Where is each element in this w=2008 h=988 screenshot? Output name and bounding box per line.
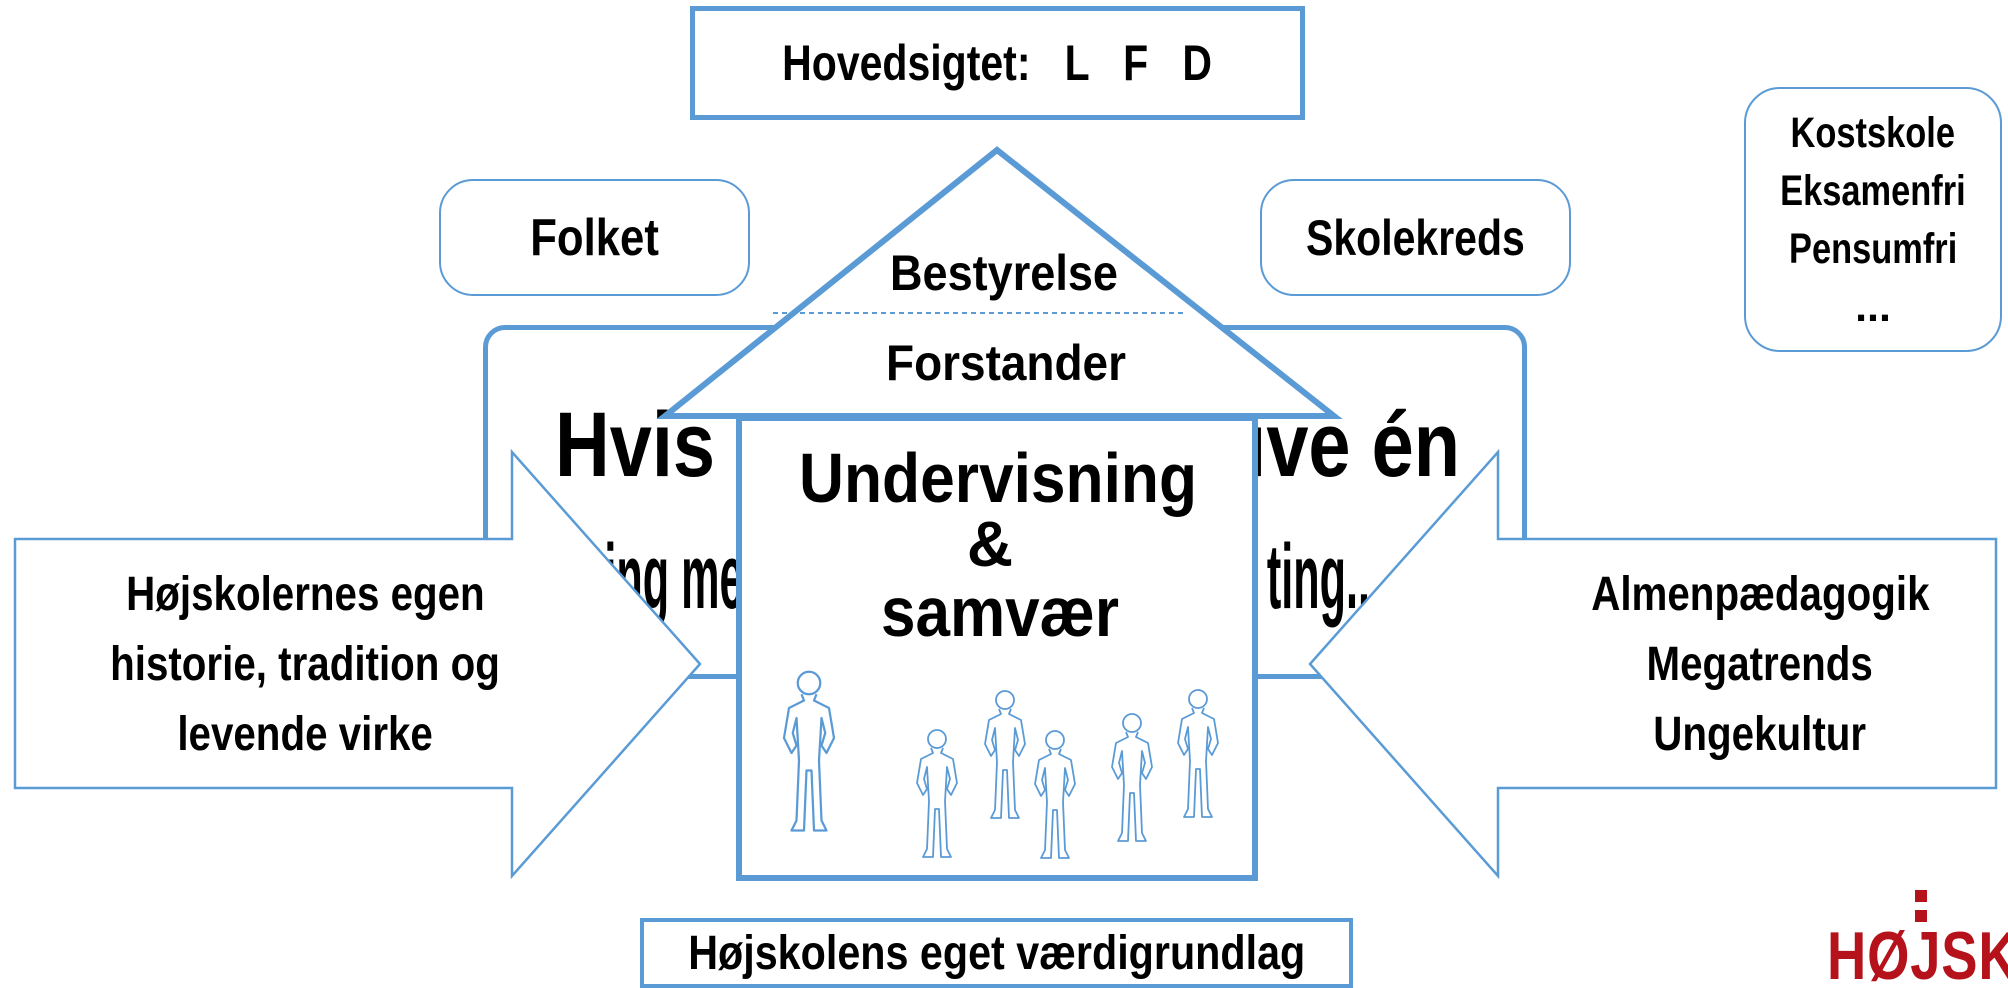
bottom-box: Højskolens eget værdigrundlag (640, 918, 1353, 988)
skolekreds-label: Skolekreds (1306, 209, 1525, 266)
left-arrow-text: Højskolernes egen historie, tradition og… (20, 560, 590, 770)
top-box: Hovedsigtet: L F D (690, 6, 1305, 120)
left-arrow-line: historie, tradition og (110, 638, 500, 691)
folket-label: Folket (530, 208, 659, 267)
feature-item: Pensumfri (1788, 224, 1958, 273)
logo-text: HØJSKOLERNE (1827, 918, 2008, 988)
logo-bar (1915, 910, 1927, 922)
bottom-box-text: Højskolens eget værdigrundlag (687, 926, 1306, 980)
house-line3: samvær (881, 573, 1119, 651)
person-icon (916, 729, 958, 858)
folket-box: Folket (439, 179, 750, 296)
skolekreds-box: Skolekreds (1260, 179, 1571, 296)
feature-item: ... (1855, 282, 1891, 331)
right-arrow-line: Ungekultur (1653, 708, 1867, 761)
house-line1: Undervisning (799, 439, 1197, 517)
house-line2: & (967, 508, 1013, 580)
house-body (736, 415, 1258, 881)
hojskolerne-logo: HØJSKOLERNE (1825, 888, 2008, 988)
features-box: Kostskole Eksamenfri Pensumfri ... (1744, 87, 2002, 352)
person-icon (1111, 713, 1153, 842)
top-box-text: Hovedsigtet: L F D (782, 35, 1213, 91)
left-arrow-line: Højskolernes egen (125, 568, 485, 621)
roof-upper-label: Bestyrelse (890, 245, 1118, 301)
right-arrow-text: Almenpædagogik Megatrends Ungekultur (1450, 560, 2008, 770)
left-arrow-line: levende virke (177, 708, 433, 761)
roof-lower-label: Forstander (886, 335, 1126, 391)
right-arrow-line: Almenpædagogik (1590, 568, 1930, 621)
feature-item: Kostskole (1790, 108, 1956, 157)
person-icon (1034, 730, 1076, 859)
feature-item: Eksamenfri (1780, 166, 1966, 215)
person-icon (1177, 689, 1219, 818)
person-icon (782, 670, 836, 832)
logo-dot (1915, 890, 1927, 902)
right-arrow-line: Megatrends (1646, 638, 1874, 691)
person-icon (984, 690, 1026, 819)
